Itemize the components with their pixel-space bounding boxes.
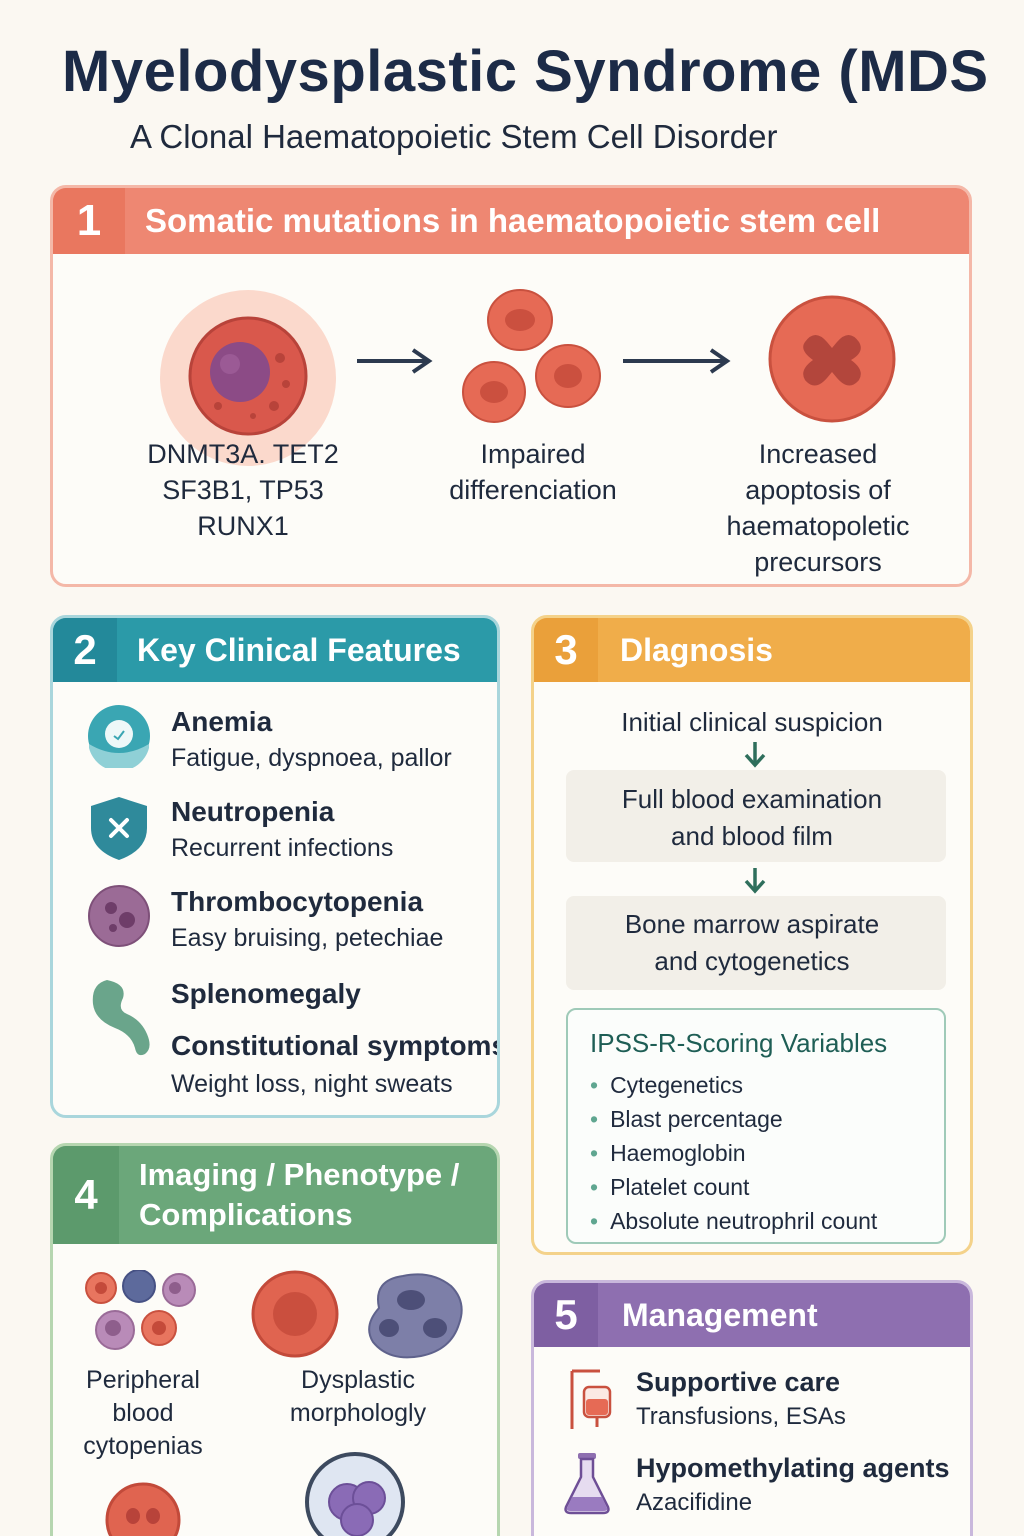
shield-x-icon: [91, 797, 147, 860]
page-title: Myelodysplastic Syndrome (MDS: [62, 39, 989, 104]
feature-desc: Recurrent infections: [171, 834, 394, 862]
panel-management: 5 Management Supportive care Transfusion…: [531, 1280, 973, 1536]
diagnosis-line: and cytogenetics: [654, 946, 850, 976]
feature-title: Neutropenia: [171, 796, 335, 827]
arrow-down-icon: [744, 868, 766, 894]
caption-line: cytopenias: [83, 1432, 203, 1460]
apoptotic-cell-icon: [768, 295, 896, 423]
panel-clinical-features: 2 Key Clinical Features Anemia Fatigue, …: [50, 615, 500, 1118]
list-item: •Platelet count: [590, 1174, 750, 1200]
diagnosis-step: Bone marrow aspirate and cytogenetics: [534, 906, 970, 980]
panel-title: Key Clinical Features: [137, 631, 461, 668]
diagnosis-box: [566, 770, 946, 862]
list-item: •Absolute neutrophril count: [590, 1208, 878, 1234]
red-cell-icon: [251, 1270, 339, 1358]
list-item: •Cytegenetics: [590, 1072, 744, 1098]
management-title: Hypomethylating agents: [636, 1453, 950, 1483]
feature-title: Splenomegaly: [171, 978, 361, 1009]
caption-line: Dysplastic: [301, 1366, 415, 1394]
panel-imaging-phenotype: 4 Imaging / Phenotype / Complications Pe…: [50, 1143, 500, 1536]
apoptosis-caption: Increased apoptosis of haematopoletic pr…: [703, 436, 933, 580]
red-cell-icon: [105, 1482, 181, 1536]
page-subtitle: A Clonal Haematopoietic Stem Cell Disord…: [130, 118, 778, 155]
feature-title: Constitutional symptoms: [171, 1030, 500, 1061]
panel-title: Dlagnosis: [620, 631, 773, 668]
feature-desc: Fatigue, dyspnoea, pallor: [171, 744, 452, 772]
feature-title: Thrombocytopenia: [171, 886, 424, 917]
transfusion-bag-icon: [570, 1369, 612, 1429]
caption-line: RUNX1: [197, 511, 289, 541]
platelet-icon: [88, 885, 150, 947]
list-item: •Haemoglobin: [590, 1140, 746, 1166]
management-title: Supportive care: [636, 1367, 841, 1397]
arrow-right-icon: [623, 348, 731, 374]
blood-cells-icon: [85, 1270, 196, 1350]
panel-number: 1: [53, 188, 125, 254]
diagnosis-line: and blood film: [671, 821, 833, 851]
arrow-down-icon: [744, 742, 766, 768]
dysplastic-cell-icon: [368, 1273, 463, 1359]
caption-line: DNMT3A. TET2: [147, 439, 339, 469]
panel-number: 5: [534, 1283, 598, 1347]
diagnosis-box: [566, 896, 946, 990]
red-blood-cells-icon: [462, 289, 601, 423]
caption-line: Peripheral: [86, 1366, 200, 1394]
anemia-icon: [88, 705, 150, 768]
panel-header: 3 Dlagnosis: [534, 618, 970, 682]
ipss-title: IPSS-R-Scoring Variables: [590, 1028, 888, 1058]
caption-line: blood: [112, 1399, 174, 1427]
caption-line: differenciation: [449, 475, 617, 505]
panel-header: 4 Imaging / Phenotype / Complications: [53, 1146, 497, 1244]
dysplastic-morphology-caption: Dysplastic morphologly: [253, 1364, 463, 1430]
caption-line: haematopoletic: [726, 511, 910, 541]
caption-line: Impaired: [480, 439, 586, 469]
spleen-icon: [92, 980, 150, 1056]
feature-desc: Weight loss, night sweats: [171, 1070, 453, 1098]
flask-icon: [564, 1453, 610, 1515]
magnifier-cells-icon: [305, 1452, 405, 1536]
caption-line: Increased: [758, 439, 878, 469]
panel-title: Somatic mutations in haematopoietic stem…: [145, 202, 881, 239]
impaired-differentiation-caption: Impaired differenciation: [413, 436, 653, 508]
panel-header: 5 Management: [534, 1283, 970, 1347]
management-desc: Transfusions, ESAs: [636, 1403, 846, 1430]
panel-header: 1 Somatic mutations in haematopoietic st…: [53, 188, 969, 254]
diagnosis-step: Full blood examination and blood film: [534, 781, 970, 855]
diagnosis-step: Initial clinical suspicion: [621, 707, 883, 737]
caption-line: morphologly: [289, 1399, 427, 1427]
panel-somatic-mutations: 1 Somatic mutations in haematopoietic st…: [50, 185, 972, 587]
cytopenias-caption: Peripheral blood cytopenias: [63, 1364, 223, 1463]
caption-line: precursors: [754, 547, 882, 577]
list-item: •Blast percentage: [590, 1106, 783, 1132]
stem-cell-icon: [160, 290, 336, 466]
panel-title: Imaging / Phenotype / Complications: [139, 1157, 460, 1232]
arrow-right-icon: [357, 348, 433, 374]
diagnosis-line: Full blood examination: [621, 784, 883, 814]
panel-header: 2 Key Clinical Features: [53, 618, 497, 682]
ipss-r-box: IPSS-R-Scoring Variables •Cytegenetics •…: [566, 1008, 946, 1244]
panel-diagnosis: 3 Dlagnosis Initial clinical suspicion F…: [531, 615, 973, 1255]
management-desc: Azacifidine: [636, 1489, 753, 1516]
mutation-genes-caption: DNMT3A. TET2 SF3B1, TP53 RUNX1: [128, 436, 358, 544]
panel-number: 2: [53, 618, 117, 682]
caption-line: apoptosis of: [745, 475, 891, 505]
diagnosis-line: Bone marrow aspirate: [624, 909, 880, 939]
panel-number: 4: [53, 1146, 119, 1244]
feature-title: Anemia: [171, 706, 273, 737]
panel-number: 3: [534, 618, 598, 682]
panel-title: Management: [622, 1296, 818, 1333]
feature-desc: Easy bruising, petechiae: [171, 924, 444, 952]
ipss-list: •Cytegenetics •Blast percentage •Haemogl…: [590, 1068, 877, 1238]
caption-line: SF3B1, TP53: [162, 475, 324, 505]
